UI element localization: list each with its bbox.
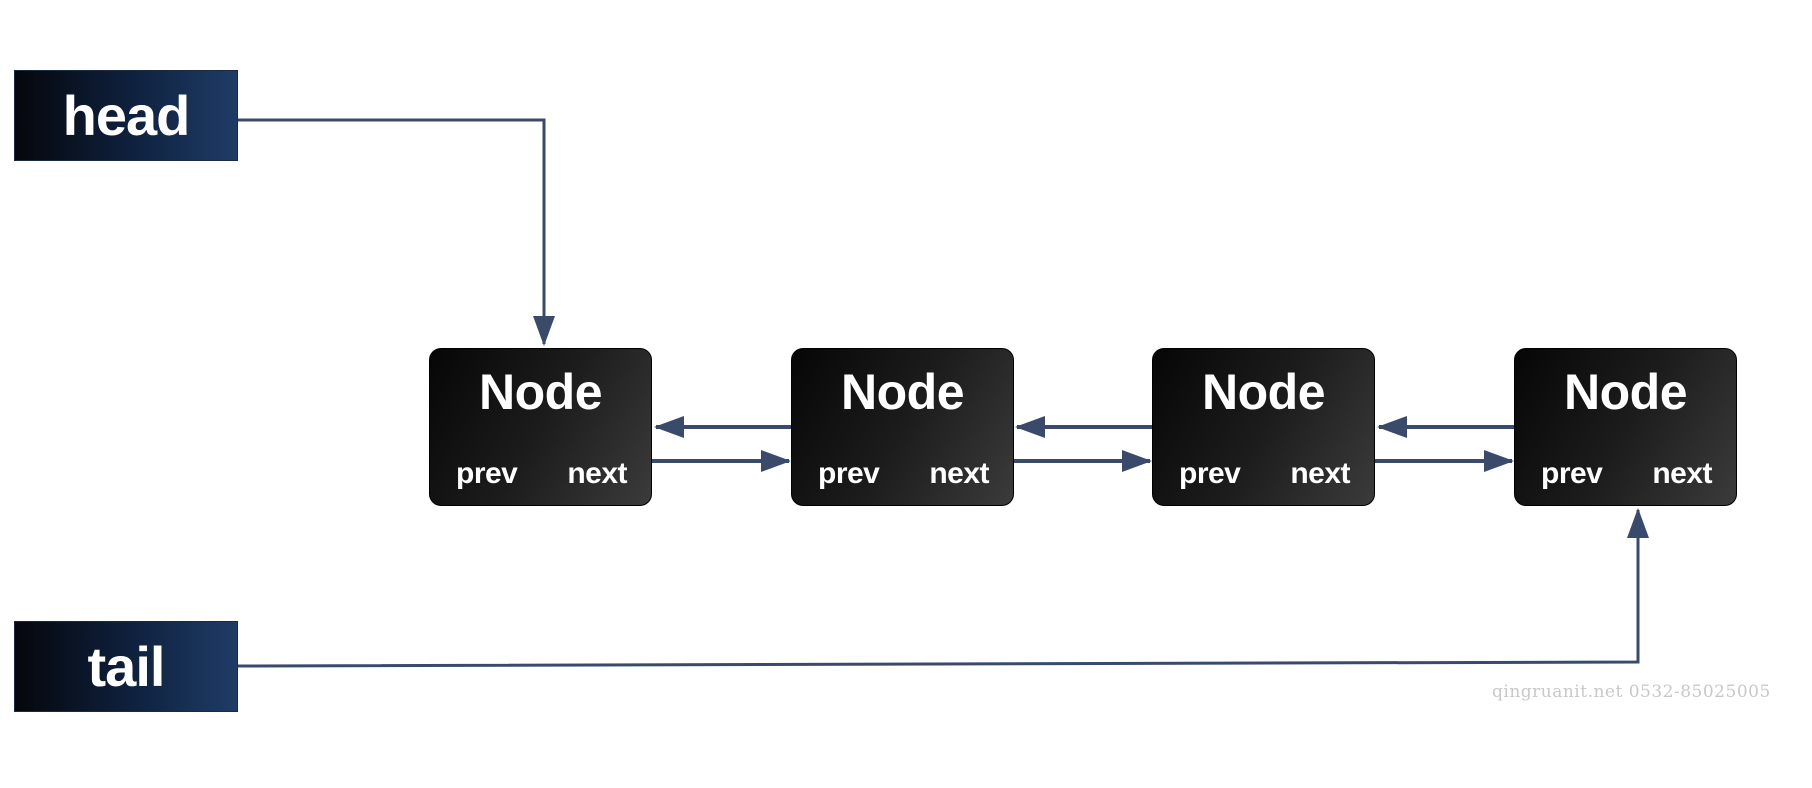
node-next-field: next: [1652, 457, 1712, 490]
head-pointer-box: head: [14, 70, 238, 161]
node-prev-field: prev: [818, 457, 880, 490]
node-next-field: next: [567, 457, 627, 490]
node-1: Node prev next: [429, 348, 652, 506]
head-to-first-node-arrow: [238, 118, 555, 346]
node-title: Node: [1564, 364, 1688, 420]
node-title: Node: [1202, 364, 1326, 420]
node-3: Node prev next: [1152, 348, 1375, 506]
watermark-text: qingruanit.net 0532-85025005: [1492, 682, 1771, 702]
head-label: head: [62, 84, 191, 147]
node-title: Node: [479, 364, 603, 420]
node-next-field: next: [1290, 457, 1350, 490]
node-prev-field: prev: [1541, 457, 1603, 490]
node-2: Node prev next: [791, 348, 1014, 506]
node-prev-field: prev: [456, 457, 518, 490]
tail-pointer-box: tail: [14, 621, 238, 712]
tail-to-last-node-arrow: [237, 508, 1649, 668]
node-next-field: next: [929, 457, 989, 490]
node-prev-field: prev: [1179, 457, 1241, 490]
node-4: Node prev next: [1514, 348, 1737, 506]
tail-label: tail: [87, 635, 166, 698]
node-title: Node: [841, 364, 965, 420]
